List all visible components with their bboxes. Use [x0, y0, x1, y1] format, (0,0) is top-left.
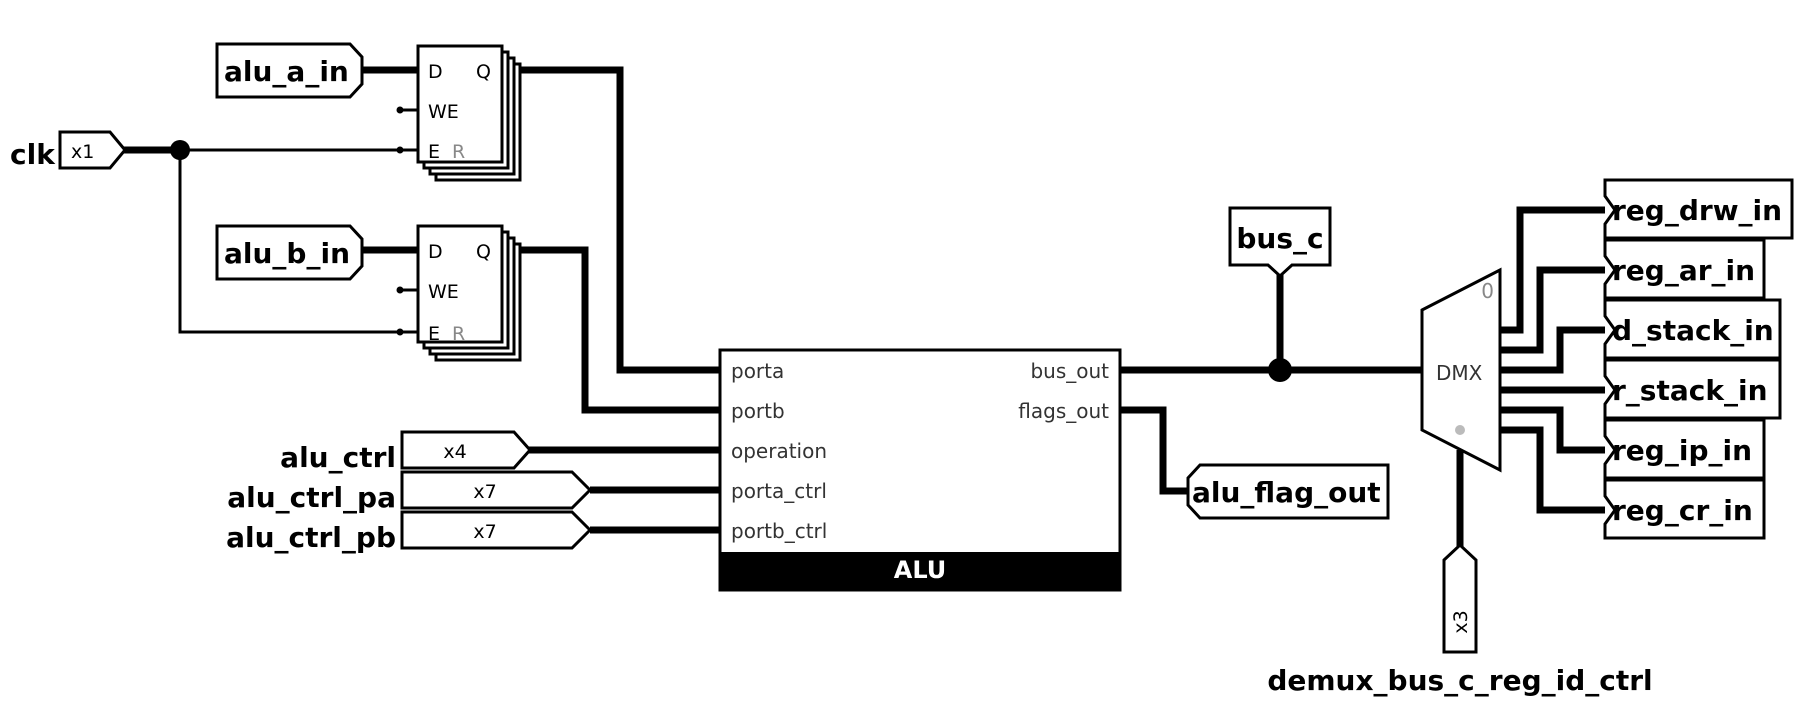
demux-select-dot: [1455, 425, 1465, 435]
alu-ctrl-input[interactable]: alu_ctrl x4: [280, 430, 533, 474]
demux-out-1-wire: [1500, 266, 1605, 354]
clk-label: clk: [10, 138, 56, 171]
alu-port-bus-out: bus_out: [1030, 359, 1109, 383]
reg-a-q-wire: [505, 66, 722, 374]
clk-to-reg-b-wire: [178, 150, 420, 334]
demux-ctrl-input[interactable]: x3 demux_bus_c_reg_id_ctrl: [1267, 542, 1653, 697]
demux-out-4-wire: [1500, 406, 1605, 454]
alu-ctrl-port-shape: [400, 430, 533, 470]
alu-b-in-port-shape: [215, 224, 364, 281]
alu-port-portb-ctrl: portb_ctrl: [731, 519, 827, 543]
clk-port-shape: [58, 130, 127, 170]
demux-out-2-wire: [1500, 326, 1605, 374]
output-r-stack-in[interactable]: r_stack_in: [1603, 358, 1782, 420]
reg-a-we-label: WE: [428, 101, 459, 123]
output-shape-2: [1603, 298, 1782, 360]
alu-flag-out-label: alu_flag_out: [1192, 476, 1381, 509]
bus-c-label: bus_c: [1236, 222, 1323, 255]
demux-ctrl-width: x3: [1450, 610, 1472, 633]
output-d-stack-in[interactable]: d_stack_in: [1603, 298, 1782, 360]
alu-title-bar: [720, 552, 1120, 590]
reg-b-we-label: WE: [428, 281, 459, 303]
demux-label: DMX: [1436, 361, 1483, 385]
alu-b-in-input[interactable]: alu_b_in: [215, 224, 364, 281]
alu-port-operation: operation: [731, 439, 827, 463]
demux-ctrl-label: demux_bus_c_reg_id_ctrl: [1267, 664, 1652, 697]
alu-a-in-port-shape: [215, 42, 364, 99]
output-label-1: reg_ar_in: [1612, 254, 1755, 287]
alu-flag-out-output[interactable]: alu_flag_out: [1186, 463, 1390, 520]
reg-a-r-label: R: [452, 141, 465, 163]
output-reg-drw-in[interactable]: reg_drw_in: [1603, 178, 1794, 240]
alu-ctrl-pa-input[interactable]: alu_ctrl_pa x7: [227, 470, 593, 514]
output-reg-cr-in[interactable]: reg_cr_in: [1603, 478, 1766, 540]
output-label-4: reg_ip_in: [1612, 434, 1752, 467]
flags-out-wire: [1120, 406, 1188, 495]
bus-c-probe[interactable]: bus_c: [1228, 206, 1332, 279]
output-shape-3: [1603, 358, 1782, 420]
alu-b-in-label: alu_b_in: [224, 237, 350, 270]
output-reg-ip-in[interactable]: reg_ip_in: [1603, 418, 1766, 480]
alu-ctrl-label: alu_ctrl: [280, 441, 396, 474]
alu-ctrl-width: x4: [443, 441, 466, 463]
reg-b-q-label: Q: [476, 241, 491, 263]
demux-out-0-wire: [1500, 206, 1605, 334]
alu-ctrl-pb-input[interactable]: alu_ctrl_pb x7: [226, 510, 593, 554]
reg-a-d-label: D: [428, 61, 443, 83]
output-label-5: reg_cr_in: [1612, 494, 1753, 527]
alu-port-flags-out: flags_out: [1018, 399, 1109, 423]
alu-port-portb: portb: [731, 399, 785, 423]
demux[interactable]: 0 DMX: [1420, 267, 1502, 473]
reg-a-q-label: Q: [476, 61, 491, 83]
demux-body: [1420, 267, 1502, 473]
demux-out-5-wire: [1500, 426, 1605, 514]
alu-ctrl-pa-width: x7: [473, 481, 496, 503]
wires: [122, 66, 1605, 548]
reg-a-e-label: E: [428, 141, 440, 163]
alu-ctrl-pb-label: alu_ctrl_pb: [226, 521, 396, 554]
alu-block[interactable]: ALU porta portb operation porta_ctrl por…: [718, 348, 1122, 592]
clk-junction: [170, 140, 190, 160]
output-reg-ar-in[interactable]: reg_ar_in: [1603, 238, 1766, 300]
bus-c-probe-shape: [1228, 206, 1332, 279]
alu-port-porta: porta: [731, 359, 784, 383]
alu-a-in-label: alu_a_in: [224, 55, 349, 88]
demux-ctrl-port-shape: [1442, 542, 1478, 654]
register-b[interactable]: D Q WE E R: [396, 224, 522, 362]
output-shape-1: [1603, 238, 1766, 300]
alu-ctrl-pb-width: x7: [473, 521, 496, 543]
output-label-2: d_stack_in: [1612, 314, 1774, 347]
reg-b-e-label: E: [428, 323, 440, 345]
alu-title: ALU: [894, 556, 947, 584]
reg-a-body: [416, 44, 504, 164]
reg-b-d-label: D: [428, 241, 443, 263]
register-a[interactable]: D Q WE E R: [396, 44, 522, 182]
output-shape-5: [1603, 478, 1766, 540]
clk-width-label: x1: [71, 141, 94, 163]
output-shape-0: [1603, 178, 1794, 240]
clk-input[interactable]: clk x1: [10, 130, 127, 171]
reg-b-e-pin: [396, 328, 404, 336]
alu-a-in-input[interactable]: alu_a_in: [215, 42, 364, 99]
output-label-0: reg_drw_in: [1612, 194, 1782, 227]
alu-ctrl-pb-port-shape: [400, 510, 593, 550]
reg-b-body: [416, 224, 504, 344]
alu-port-porta-ctrl: porta_ctrl: [731, 479, 827, 503]
alu-flag-out-shape: [1186, 463, 1390, 520]
reg-b-q-wire: [505, 246, 722, 414]
bus-c-junction: [1268, 358, 1292, 382]
alu-ctrl-pa-label: alu_ctrl_pa: [227, 481, 396, 514]
output-label-3: r_stack_in: [1612, 374, 1768, 407]
alu-ctrl-pa-port-shape: [400, 470, 593, 510]
reg-b-r-label: R: [452, 323, 465, 345]
demux-zero-label: 0: [1481, 279, 1494, 303]
reg-a-e-pin: [396, 146, 404, 154]
output-shape-4: [1603, 418, 1766, 480]
